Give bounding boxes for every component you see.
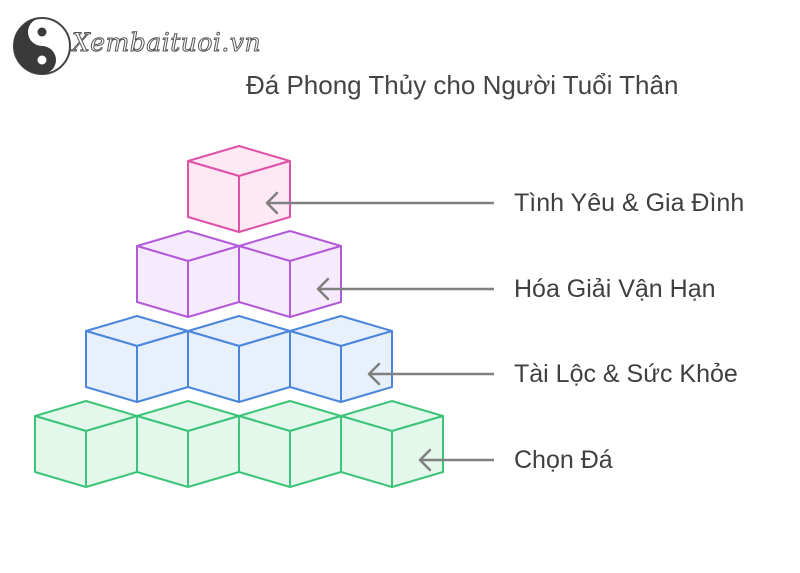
- cube-choose-stone: [34, 400, 138, 488]
- cube-choose-stone: [238, 400, 342, 488]
- arrow-choose-stone: [418, 448, 494, 472]
- site-logo[interactable]: Xembaituoi.vn: [10, 14, 300, 75]
- logo-text: Xembaituoi.vn: [71, 28, 262, 58]
- cube-wealth-health: [289, 315, 393, 403]
- level-label-wealth-health: Tài Lộc & Sức Khỏe: [514, 360, 738, 388]
- level-label-love-family: Tình Yêu & Gia Đình: [514, 189, 745, 217]
- cube-choose-stone: [340, 400, 444, 488]
- diagram-title: Đá Phong Thủy cho Người Tuổi Thân: [246, 70, 679, 100]
- cube-wealth-health: [85, 315, 189, 403]
- arrow-love-family: [265, 191, 494, 215]
- cube-love-family: [187, 145, 291, 233]
- cube-resolve-misfortune: [238, 230, 342, 318]
- cube-resolve-misfortune: [136, 230, 240, 318]
- level-label-resolve-misfortune: Hóa Giải Vận Hạn: [514, 275, 716, 303]
- level-label-choose-stone: Chọn Đá: [514, 446, 613, 474]
- yin-yang-icon: [13, 17, 71, 75]
- cube-choose-stone: [136, 400, 240, 488]
- cube-wealth-health: [187, 315, 291, 403]
- arrow-resolve-misfortune: [316, 277, 494, 301]
- arrow-wealth-health: [367, 362, 494, 386]
